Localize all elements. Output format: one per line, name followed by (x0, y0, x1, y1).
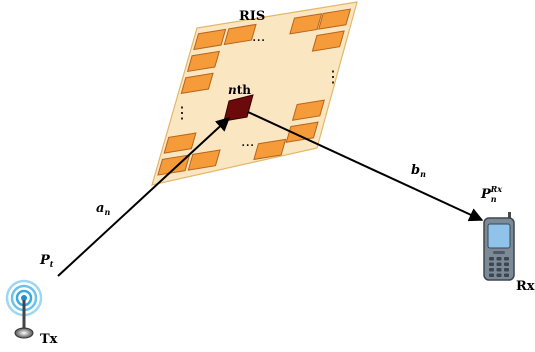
mobile-phone-icon (483, 212, 515, 281)
antenna-icon (5, 279, 43, 339)
phone-key (504, 273, 509, 277)
phone-key (496, 273, 502, 277)
phone-key (496, 262, 502, 266)
incident-link-label: an (96, 201, 110, 217)
phone-key (489, 262, 494, 266)
ris-element-tile (157, 154, 191, 176)
tx-label: Tx (40, 332, 58, 347)
ris-element-tile (223, 23, 257, 46)
phone-key (489, 268, 494, 272)
phone-key (489, 257, 494, 261)
reflected-link-arrow (247, 111, 484, 222)
ris-ellipsis-left: ⋮ (174, 103, 190, 122)
ris-selected-element (223, 94, 254, 122)
ris-element-tile (285, 121, 319, 143)
phone-key (496, 257, 502, 261)
ris-element-tile (253, 138, 287, 161)
ris-element-tile (180, 72, 214, 95)
phone-key (489, 273, 494, 277)
phone-key (504, 262, 509, 266)
ris-element-tile (318, 8, 352, 30)
rx-label: Rx (516, 279, 535, 294)
ris-element-tile (186, 50, 220, 73)
ris-ellipsis-right: ⋮ (325, 67, 341, 86)
ris-element-tile (193, 28, 227, 51)
rx-power-label: PnRx (480, 184, 502, 204)
ris-title: RIS (239, 9, 265, 24)
ris-element-tile (289, 13, 323, 35)
ris-element-tile (291, 99, 325, 121)
ris-element-tile (311, 30, 345, 52)
tx-power-label: Pt (39, 253, 54, 269)
ris-element-label: nth (228, 83, 251, 97)
incident-link-arrow (57, 117, 231, 277)
phone-key (504, 268, 509, 272)
ris-element-tile (163, 132, 197, 154)
ris-element-group (157, 8, 352, 176)
ris-ellipsis-bottom: ··· (241, 138, 254, 154)
ris-panel (151, 1, 358, 186)
ris-element-tile (187, 149, 221, 171)
phone-key (504, 257, 509, 261)
phone-key (496, 268, 502, 272)
ris-ellipsis-top: ··· (252, 33, 265, 49)
reflected-link-label: bn (411, 163, 426, 179)
